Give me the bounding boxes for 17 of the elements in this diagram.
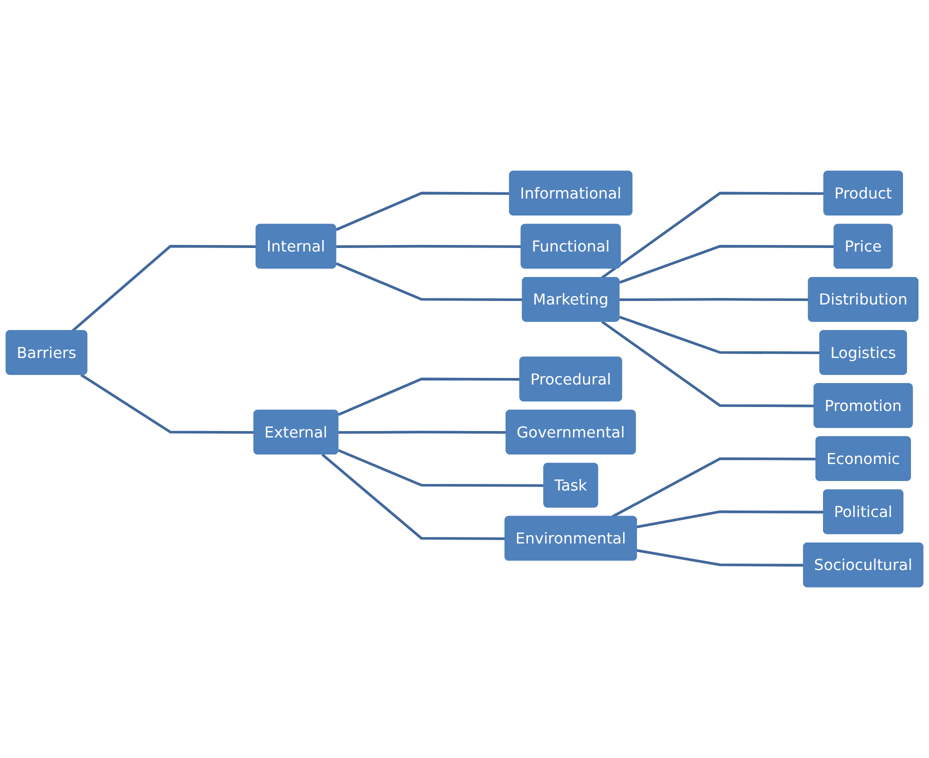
connector <box>72 244 256 332</box>
connector <box>336 262 523 302</box>
connector <box>619 244 834 284</box>
connector <box>336 244 522 248</box>
connector <box>612 457 816 518</box>
connector <box>336 192 510 231</box>
connector <box>601 320 814 408</box>
connector <box>338 378 520 416</box>
connector <box>620 298 809 302</box>
connector <box>619 316 820 354</box>
connector <box>321 453 506 540</box>
connector <box>636 549 804 567</box>
connector <box>636 510 824 528</box>
connector <box>80 374 254 434</box>
connector <box>338 430 506 434</box>
connector <box>338 449 544 487</box>
connector <box>601 192 824 279</box>
